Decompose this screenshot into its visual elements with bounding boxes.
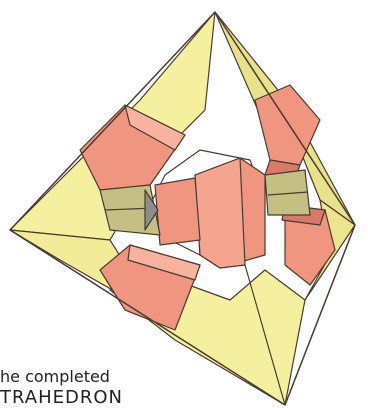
salmon-block-center-face bbox=[195, 158, 245, 268]
caption-line-1: he completed bbox=[0, 367, 110, 386]
caption-line-2: TRAHEDRON bbox=[0, 387, 123, 408]
salmon-block-center-left bbox=[155, 178, 200, 245]
